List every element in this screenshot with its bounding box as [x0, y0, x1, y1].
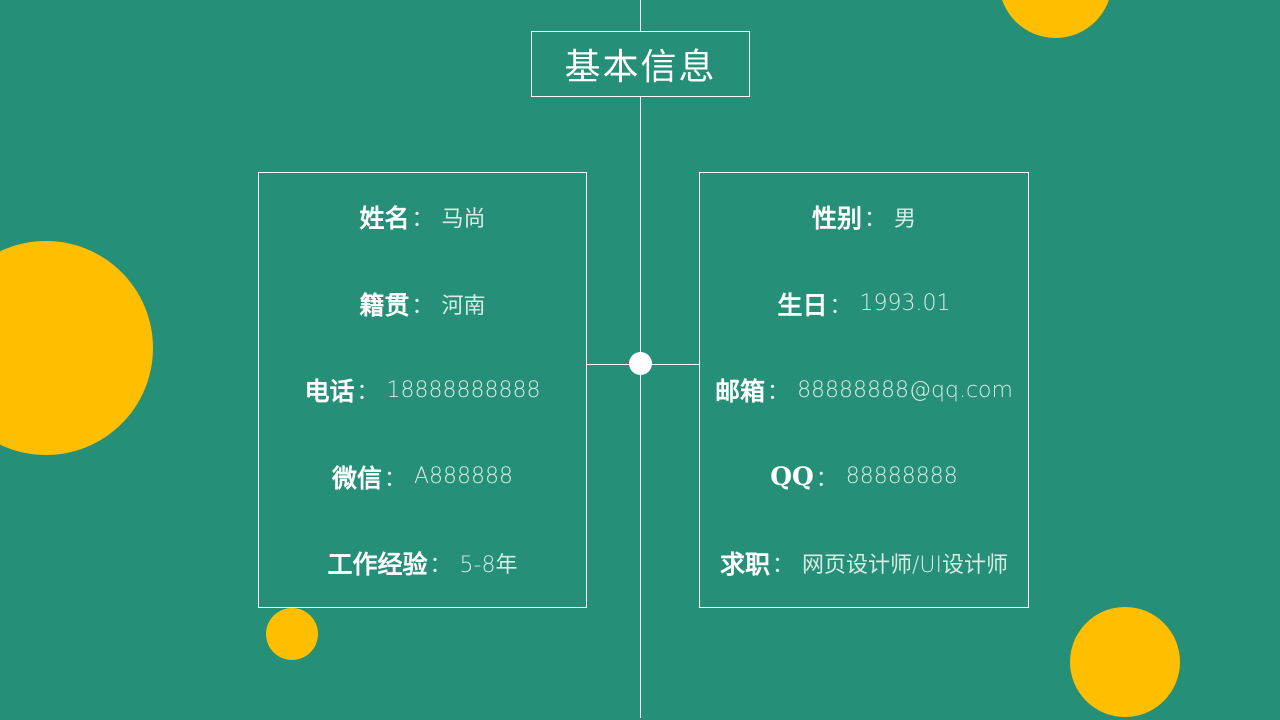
info-value: 88888888@qq.com — [797, 377, 1013, 403]
info-card-left: 姓名：马尚 籍贯：河南 电话：18888888888 微信：A888888 工作… — [258, 172, 587, 608]
info-separator: ： — [429, 553, 452, 578]
info-label: 性别 — [811, 204, 862, 233]
info-label: 求职 — [719, 550, 770, 579]
info-separator: ： — [356, 380, 379, 405]
info-separator: ： — [815, 466, 838, 492]
info-separator: ： — [411, 207, 434, 232]
info-row-experience: 工作经验： 5-8年 — [259, 545, 586, 581]
info-separator: ： — [863, 207, 886, 232]
info-value: 88888888 — [845, 464, 958, 489]
info-value: 马尚 — [441, 207, 486, 232]
info-value: 1993.01 — [859, 291, 951, 316]
info-value: 18888888888 — [386, 377, 541, 403]
info-separator: ： — [383, 466, 406, 492]
info-row-gender: 性别： 男 — [700, 199, 1028, 235]
decor-circle-small — [266, 608, 318, 660]
decor-circle-top — [999, 0, 1112, 38]
info-label: 姓名 — [359, 204, 410, 233]
info-label: 电话 — [304, 377, 355, 406]
info-row-name: 姓名： 马尚 — [259, 199, 586, 235]
info-row-job: 求职： 网页设计师/UI设计师 — [700, 545, 1028, 581]
info-row-wechat: 微信： A888888 — [259, 459, 586, 495]
info-card-right: 性别：男 生日：1993.01 邮箱：88888888@qq.com QQ：88… — [699, 172, 1029, 608]
info-value: 5-8年 — [459, 553, 518, 578]
connector-line-right — [641, 364, 699, 365]
info-separator: ： — [767, 380, 790, 405]
info-row-birthday: 生日： 1993.01 — [700, 286, 1028, 322]
center-dot — [629, 352, 652, 375]
connector-line-left — [587, 364, 640, 365]
info-row-phone: 电话： 18888888888 — [259, 372, 586, 408]
info-label: 工作经验 — [327, 550, 428, 579]
info-value: 河南 — [441, 293, 486, 319]
info-value: 网页设计师/UI设计师 — [802, 553, 1009, 578]
info-label: 籍贯 — [359, 290, 410, 320]
info-label: 微信 — [331, 463, 382, 493]
info-separator: ： — [411, 293, 434, 319]
decor-circle-bottom — [1070, 607, 1180, 717]
info-value: 男 — [894, 207, 917, 232]
info-value: A888888 — [413, 464, 514, 489]
info-separator: ： — [829, 293, 852, 319]
info-row-email: 邮箱： 88888888@qq.com — [700, 372, 1028, 408]
decor-circle-large — [0, 241, 153, 455]
info-separator: ： — [771, 553, 794, 578]
info-label: 生日 — [777, 290, 828, 320]
info-row-qq: QQ： 88888888 — [700, 459, 1028, 495]
page-title: 基本信息 — [531, 31, 750, 97]
info-row-hometown: 籍贯： 河南 — [259, 286, 586, 322]
info-label: 邮箱 — [715, 377, 766, 406]
info-label: QQ — [770, 462, 814, 491]
